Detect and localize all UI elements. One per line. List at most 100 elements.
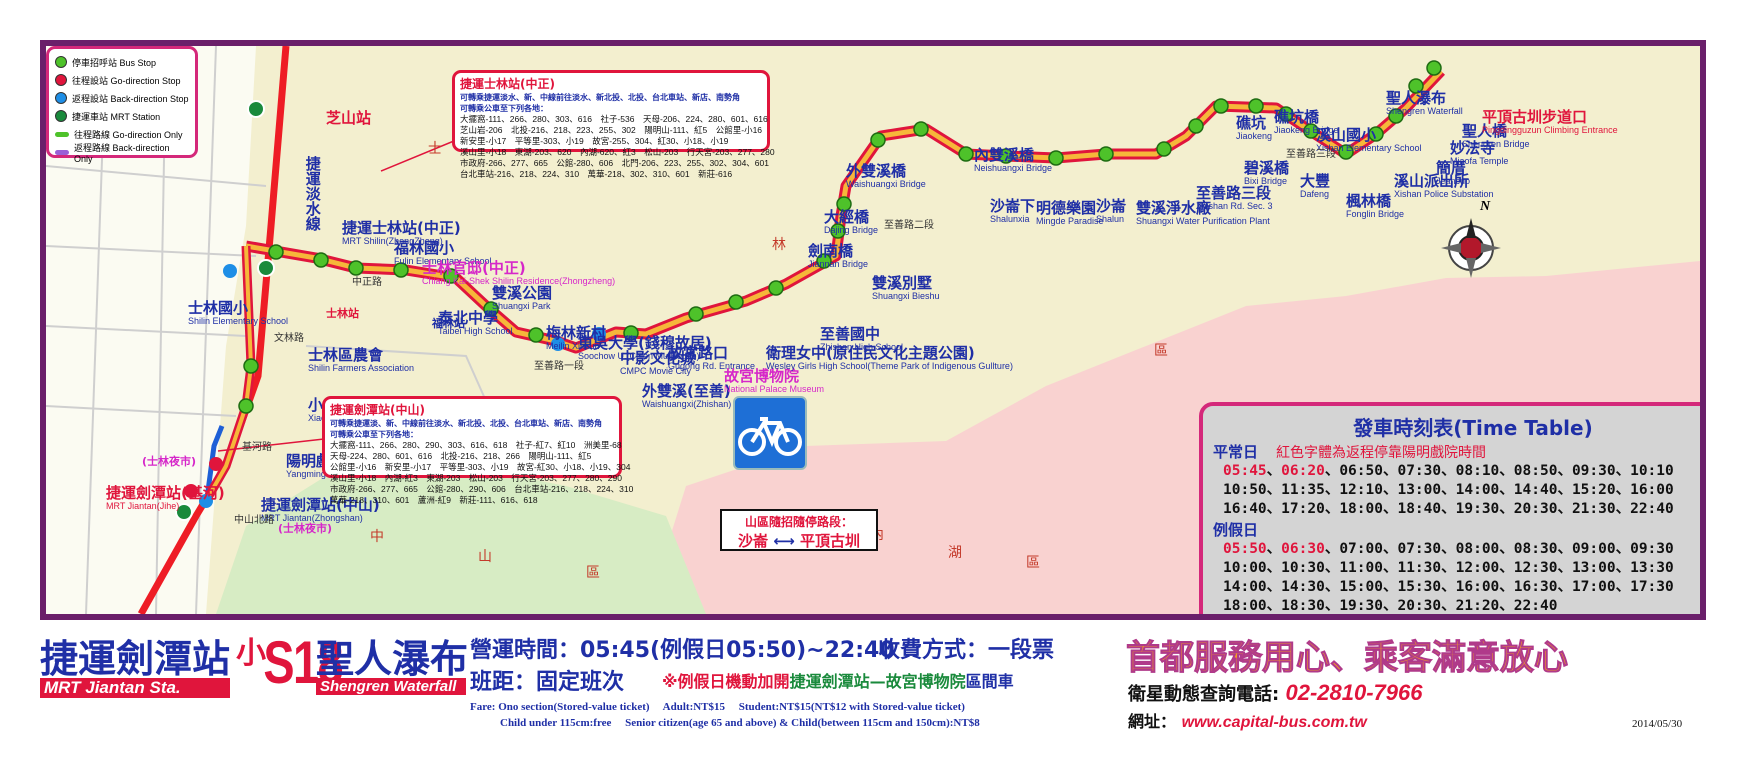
- departure-time: 13:30: [1630, 560, 1674, 576]
- district-label: 湖: [948, 545, 962, 561]
- legend-item: 停車招呼站 Bus Stop: [55, 53, 189, 71]
- stop-name-en: Miaofa Temple: [1450, 155, 1509, 166]
- transfer-line: 市政府-266、277、665 公館-280、606 北門-206、223、25…: [460, 158, 769, 168]
- stop-name-zh: 大豐: [1300, 172, 1331, 190]
- stop-name-en: Waishuangxi(Zhishan): [642, 398, 732, 409]
- stop-marker: [1098, 146, 1114, 162]
- timetable-note: 紅色字體為返程停靠陽明戲院時間: [1276, 445, 1487, 461]
- district-label: 山: [478, 549, 492, 565]
- stop-name-en: MRT Shilin(ZhongZheng): [342, 235, 443, 246]
- legend-item: 往程路線 Go-direction Only: [55, 125, 189, 143]
- time-sep: 、: [1382, 463, 1398, 479]
- transfer-line: 萬華-218、310、601 蘆洲-紅9 新莊-111、616、618: [330, 495, 538, 505]
- stop-name-zh: 東吳大學(錢穆故居): [578, 334, 712, 352]
- stop-name-en: Shuangxi Bieshu: [872, 290, 940, 301]
- departure-time: 15:20: [1571, 482, 1616, 498]
- legend-label: 往程路線 Go-direction Only: [74, 129, 183, 140]
- time-sep: 、: [1615, 579, 1631, 595]
- stop-name-en: Gugong Rd. Entrance: [668, 360, 756, 371]
- timetable: 發車時刻表(Time Table) 平常日 紅色字體為返程停靠陽明戲院時間 05…: [1199, 402, 1700, 614]
- jiantan-box-lines: 大擺窩-111、266、280、290、303、616、618 社子-紅7、紅1…: [330, 440, 633, 506]
- stop-name-en: MRT Jiantan(Jihe): [106, 500, 180, 511]
- time-sep: 、: [1382, 579, 1398, 595]
- stop-marker: [1213, 98, 1229, 114]
- stop-marker: [313, 252, 329, 268]
- stop-marker: [1338, 144, 1354, 160]
- stop-marker: [443, 268, 459, 284]
- stop-name-en: Shilin Farmers Association: [308, 362, 415, 373]
- departure-time: 10:10: [1630, 463, 1674, 479]
- mrt-station-icon: [257, 259, 275, 277]
- stop-name-zh: 至善路三段: [1196, 184, 1272, 202]
- time-row: 16:40、17:20、18:00、18:40、19:30、20:30、21:3…: [1213, 500, 1700, 519]
- stop-name-zh: 礁坑橋: [1274, 108, 1320, 126]
- stop-marker: [1426, 60, 1442, 76]
- stop-name-zh: 溪山國小: [1316, 126, 1377, 144]
- time-sep: 、: [1324, 579, 1340, 595]
- stop-name-en: Jiaokeng Bridge: [1274, 124, 1339, 135]
- time-sep: 、: [1499, 598, 1514, 614]
- phone-number[interactable]: 02-2810-7966: [1285, 680, 1423, 705]
- stop-marker: [998, 148, 1014, 164]
- stop-name-zh: 捷運士林站(中正): [342, 219, 461, 237]
- stop-name-en: Chiang Kai-Shek Shilin Residence(Zhongzh…: [422, 275, 616, 286]
- departure-time: 20:30: [1397, 598, 1442, 614]
- stop-name-en: Taibei High School: [438, 325, 513, 336]
- departure-time: 10:30: [1281, 560, 1325, 576]
- departure-time: 10:50: [1223, 482, 1267, 498]
- stop-name-zh: 明德樂園: [1036, 199, 1097, 217]
- stop-marker: [238, 398, 254, 414]
- transfer-line: 公館里-小16 新安里-小17 平等里-303、小19 故宮-紅30、小18、小…: [330, 462, 631, 472]
- district-label: 林: [772, 237, 786, 253]
- stop-name-en: Zhishan Rd. Sec. 3: [1196, 200, 1273, 211]
- stop-name-en: Shengren Waterfall: [1386, 105, 1463, 116]
- legend-item: 返程設站 Back-direction Stop: [55, 89, 189, 107]
- time-sep: 、: [1499, 579, 1514, 595]
- time-sep: 、: [1266, 560, 1282, 576]
- stop-name-zh: 故宮路口: [668, 344, 729, 362]
- stop-marker: [913, 121, 929, 137]
- stop-marker: [768, 280, 784, 296]
- stop-name-en: Shilin Elementary School: [188, 315, 289, 326]
- time-sep: 、: [1499, 463, 1514, 479]
- website-link[interactable]: www.capital-bus.com.tw: [1181, 714, 1367, 731]
- web-label: 網址：: [1128, 712, 1177, 731]
- time-sep: 、: [1615, 501, 1631, 517]
- stop-name-en: Mingde Paradise: [1036, 215, 1104, 226]
- go-direction-stop-icon: [184, 484, 198, 498]
- time-sep: 、: [1266, 598, 1282, 614]
- start-station-title: 捷運劍潭站: [40, 637, 231, 681]
- stop-name-zh: (士林夜市): [278, 522, 333, 535]
- stop-name-en: Meilin Xincun: [546, 340, 600, 351]
- mrt-station-icon: [247, 100, 265, 118]
- stop-name-zh: 故宮博物院: [724, 367, 800, 385]
- transfer-line: 大擺窩-111、266、280、303、616 社子-536 天母-206、22…: [460, 114, 768, 124]
- departure-time: 13:00: [1571, 560, 1616, 576]
- time-sep: 、: [1615, 463, 1631, 479]
- back-direction-stop-icon: [199, 494, 213, 508]
- time-sep: 、: [1382, 598, 1398, 614]
- legend-label: 返程路線 Back-direction Only: [74, 142, 170, 164]
- legend-item: 往程設站 Go-direction Stop: [55, 71, 189, 89]
- departure-time: 18:40: [1397, 501, 1442, 517]
- fare-en-line2: Child under 115cm:free Senior citizen(ag…: [500, 717, 980, 729]
- stop-name-en: Xishan Elementary School: [1316, 142, 1422, 153]
- stop-name-zh: 聖人瀑布: [1386, 89, 1447, 107]
- stop-name-zh: 沙崙: [1096, 197, 1127, 215]
- jiantan-box-title: 捷運劍潭站(中山): [330, 403, 425, 417]
- time-sep: 、: [1324, 541, 1340, 557]
- departure-time: 05:45: [1223, 463, 1267, 479]
- district-label: 區: [1154, 343, 1168, 359]
- stop-name-en: Xishan Police Substation: [1394, 188, 1494, 199]
- departure-time: 12:00: [1455, 560, 1500, 576]
- time-sep: 、: [1441, 541, 1456, 557]
- stop-name-en: Jiaokeng: [1236, 130, 1273, 141]
